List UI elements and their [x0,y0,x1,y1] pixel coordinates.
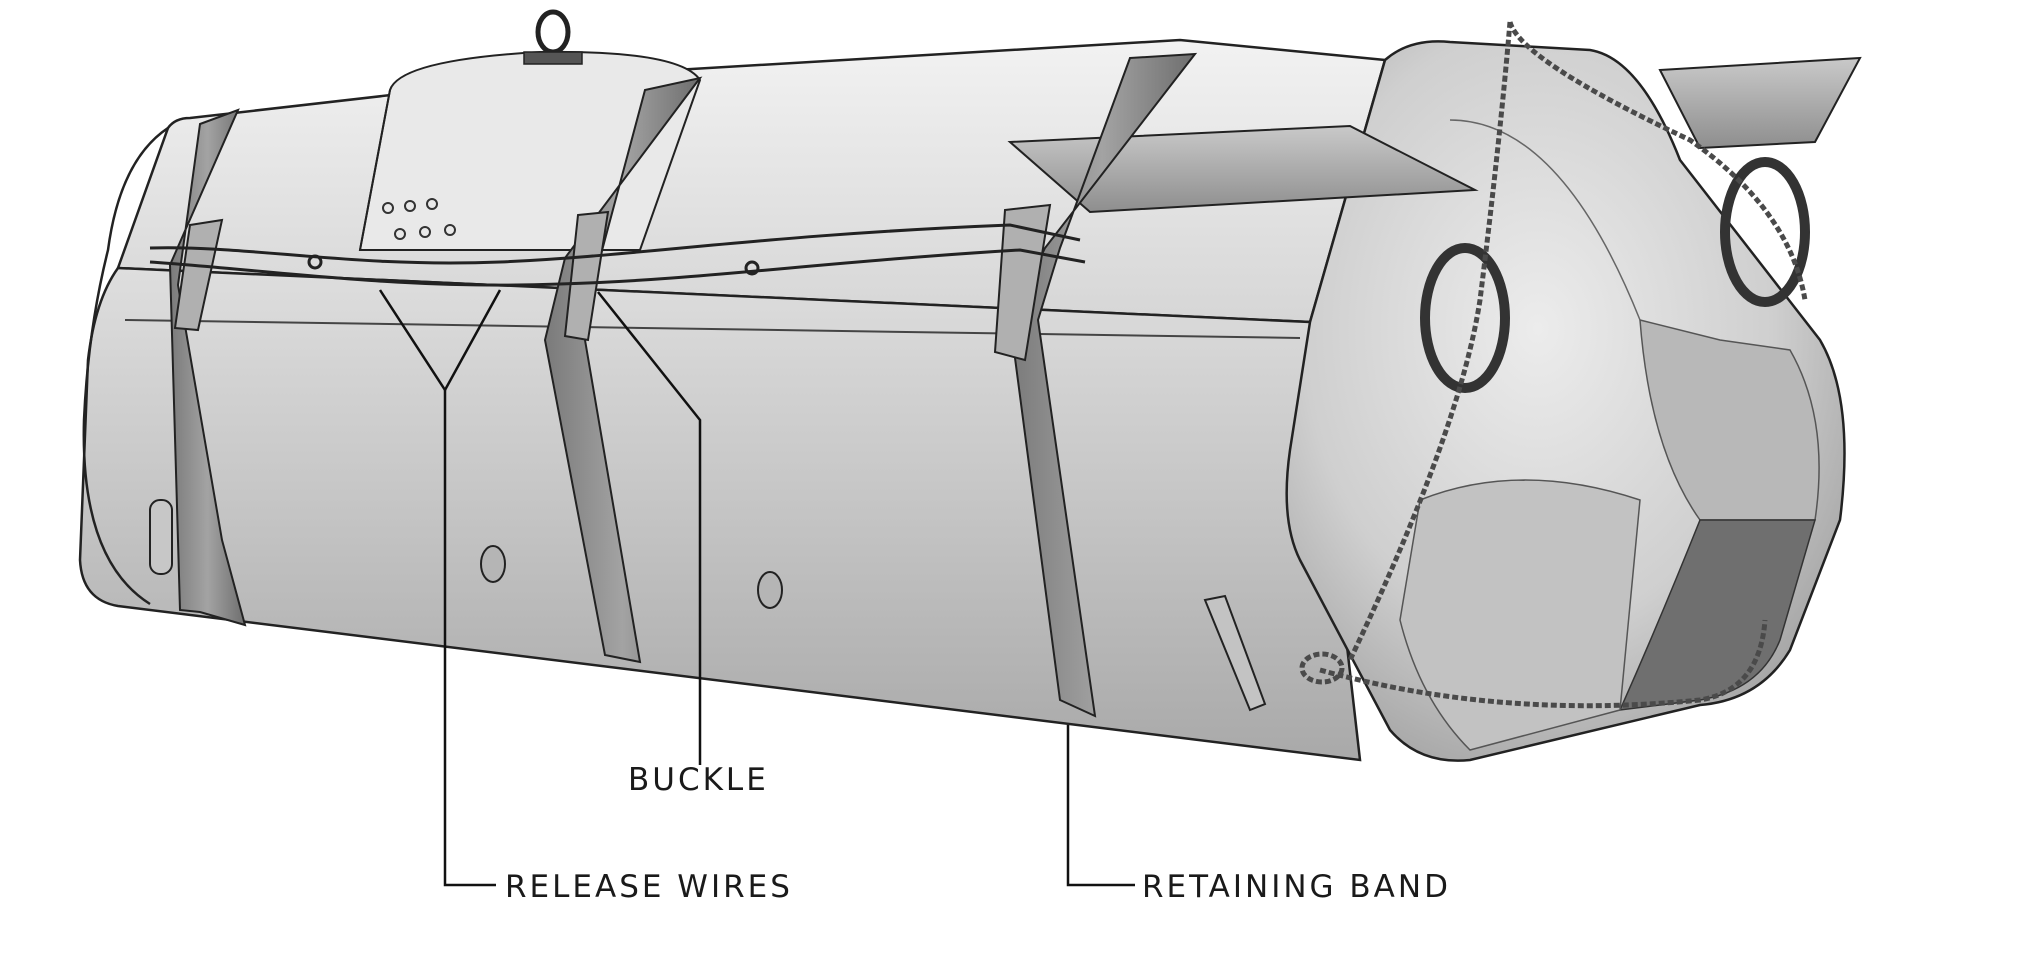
release-wires-label: RELEASE WIRES [505,869,793,905]
handle-ring-icon [1420,243,1510,393]
leader-lines [378,289,1135,887]
release-wires [149,223,1086,287]
rivet-dots [382,198,456,240]
buckle-label: BUCKLE [628,762,769,798]
rope [1299,21,1808,709]
retaining-band-label: RETAINING BAND [1142,869,1451,905]
end-cap [1285,40,1846,762]
handle-ring-icon [1720,157,1810,307]
side-fin [1007,124,1479,214]
container-body [78,9,1387,762]
top-fin [1658,56,1862,150]
lifting-eye-icon [523,9,583,65]
